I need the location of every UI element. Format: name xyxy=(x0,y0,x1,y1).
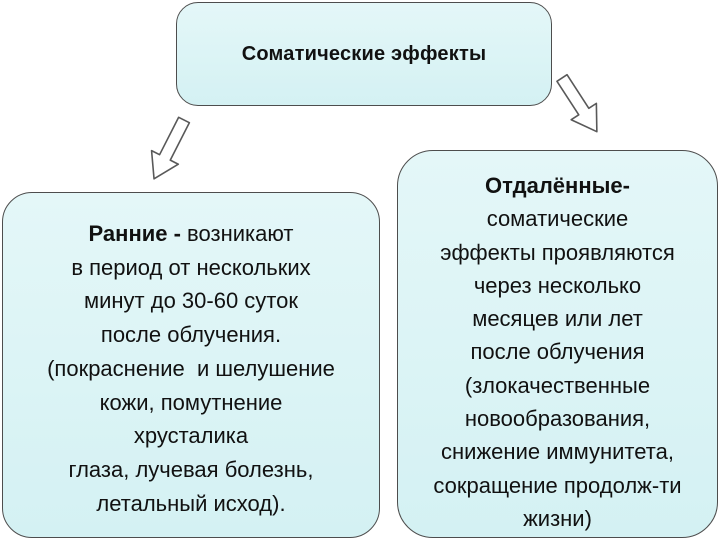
early-effects-label: Ранние - xyxy=(88,221,181,246)
late-effects-line: (злокачественные xyxy=(464,372,651,398)
early-effects-line: глаза, лучевая болезнь, xyxy=(68,456,314,482)
early-effects-text: Ранние - возникают в период от нескольки… xyxy=(3,217,379,520)
early-effects-line: кожи, помутнение xyxy=(99,389,283,415)
late-effects-line: жизни) xyxy=(523,505,592,531)
early-effects-box: Ранние - возникают в период от нескольки… xyxy=(2,192,380,538)
early-effects-lead: Ранние - возникают xyxy=(3,217,379,251)
somatic-effects-box: Соматические эффекты xyxy=(176,2,552,106)
early-effects-line: (покраснение и шелушение xyxy=(47,355,335,381)
somatic-effects-title: Соматические эффекты xyxy=(241,42,487,65)
late-effects-box: Отдалённые- соматические эффекты проявля… xyxy=(397,150,718,538)
late-effects-line: после облучения xyxy=(470,339,645,365)
late-effects-line: новообразования, xyxy=(464,406,651,432)
late-effects-line: соматические xyxy=(486,206,629,232)
late-effects-label: Отдалённые- xyxy=(485,173,630,198)
late-effects-line: снижение иммунитета, xyxy=(441,439,674,465)
arrow-to-early-effects xyxy=(150,116,191,180)
late-effects-text: Отдалённые- соматические эффекты проявля… xyxy=(398,169,717,535)
early-effects-line: летальный исход). xyxy=(96,490,286,516)
late-effects-line: месяцев или лет xyxy=(472,306,643,332)
early-effects-line: после облучения. xyxy=(100,322,282,348)
early-effects-line: в период от нескольких xyxy=(71,254,311,280)
early-effects-line: хрусталика xyxy=(133,423,249,449)
arrow-to-late-effects xyxy=(556,73,598,133)
early-effects-lead-rest: возникают xyxy=(180,221,294,246)
late-effects-line: сокращение продолж-ти xyxy=(433,472,682,498)
late-effects-line: через несколько xyxy=(473,272,642,298)
late-effects-line: эффекты проявляются xyxy=(440,239,675,265)
early-effects-line: минут до 30-60 суток xyxy=(83,288,298,314)
